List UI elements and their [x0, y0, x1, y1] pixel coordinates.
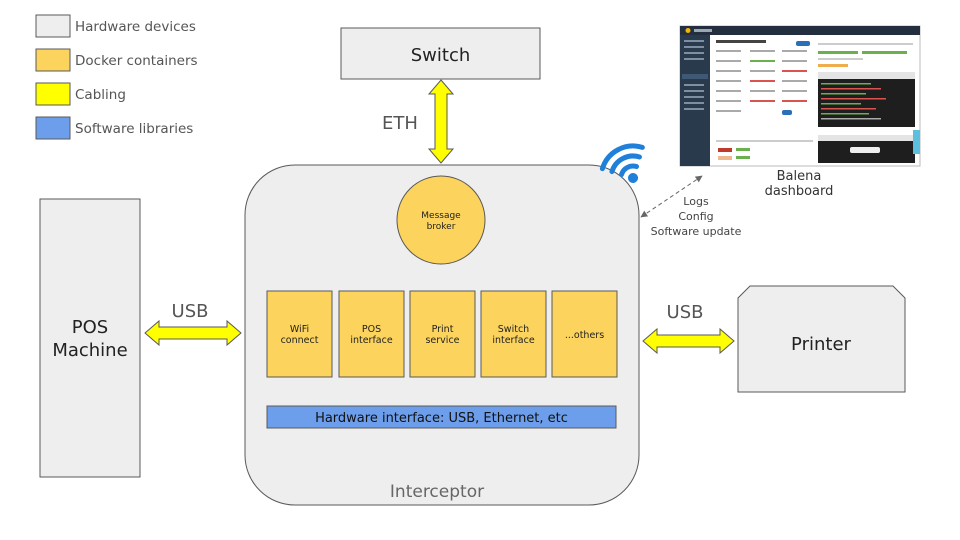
- docker-container-print-service: Print service: [409, 290, 476, 378]
- docker-container-others: ...others: [551, 290, 618, 378]
- legend-item-docker: Docker containers: [35, 48, 198, 72]
- container-label-line1: WiFi: [290, 324, 309, 335]
- dashboard-screenshot: [679, 25, 921, 167]
- link-label-software-update: Software update: [651, 225, 742, 238]
- link-label-config: Config: [678, 210, 713, 223]
- legend-label: Hardware devices: [75, 19, 196, 35]
- message-broker: Message broker: [396, 175, 486, 265]
- switch-label: Switch: [411, 45, 471, 66]
- pos-machine: POS Machine: [39, 198, 141, 478]
- container-label-line1: Switch: [498, 324, 529, 335]
- legend: Hardware devices Docker containers Cabli…: [35, 14, 198, 140]
- link-label-logs: Logs: [683, 195, 709, 208]
- eth-label: ETH: [382, 113, 418, 134]
- usb-right-label: USB: [667, 302, 704, 323]
- legend-item-cabling: Cabling: [35, 82, 126, 106]
- cloud-link-arrow: [640, 175, 703, 218]
- balena-label-line1: Balena: [777, 169, 822, 184]
- usb-left-label: USB: [172, 301, 209, 322]
- container-label-line2: interface: [492, 335, 535, 346]
- docker-container-switch-interface: Switch interface: [480, 290, 547, 378]
- pos-machine-label-line2: Machine: [52, 340, 127, 361]
- container-label-line2: connect: [281, 335, 319, 346]
- legend-item-libraries: Software libraries: [35, 116, 193, 140]
- switch-device: Switch: [340, 27, 541, 80]
- legend-label: Docker containers: [75, 53, 198, 69]
- message-broker-line1: Message: [421, 211, 461, 221]
- usb-cable-right: [642, 327, 735, 355]
- hardware-interface-label: Hardware interface: USB, Ethernet, etc: [315, 411, 568, 426]
- docker-container-wifi-connect: WiFi connect: [266, 290, 333, 378]
- legend-label: Software libraries: [75, 121, 193, 137]
- printer-device: Printer: [737, 285, 906, 393]
- pos-machine-label-line1: POS: [72, 317, 108, 338]
- balena-label-line2: dashboard: [765, 184, 834, 199]
- container-label-line1: Print: [432, 324, 454, 335]
- interceptor-label: Interceptor: [390, 482, 484, 502]
- container-label-line1: ...others: [565, 330, 604, 341]
- legend-item-hardware: Hardware devices: [35, 14, 196, 38]
- container-label-line2: interface: [350, 335, 393, 346]
- container-label-line1: POS: [362, 324, 381, 335]
- hardware-interface-library: Hardware interface: USB, Ethernet, etc: [266, 405, 617, 429]
- message-broker-line2: broker: [427, 222, 456, 232]
- container-label-line2: service: [425, 335, 459, 346]
- legend-label: Cabling: [75, 87, 126, 103]
- usb-cable-left: [144, 319, 242, 347]
- printer-label: Printer: [791, 334, 851, 355]
- eth-cable: [427, 79, 455, 164]
- docker-container-pos-interface: POS interface: [338, 290, 405, 378]
- wifi-icon: [599, 143, 645, 183]
